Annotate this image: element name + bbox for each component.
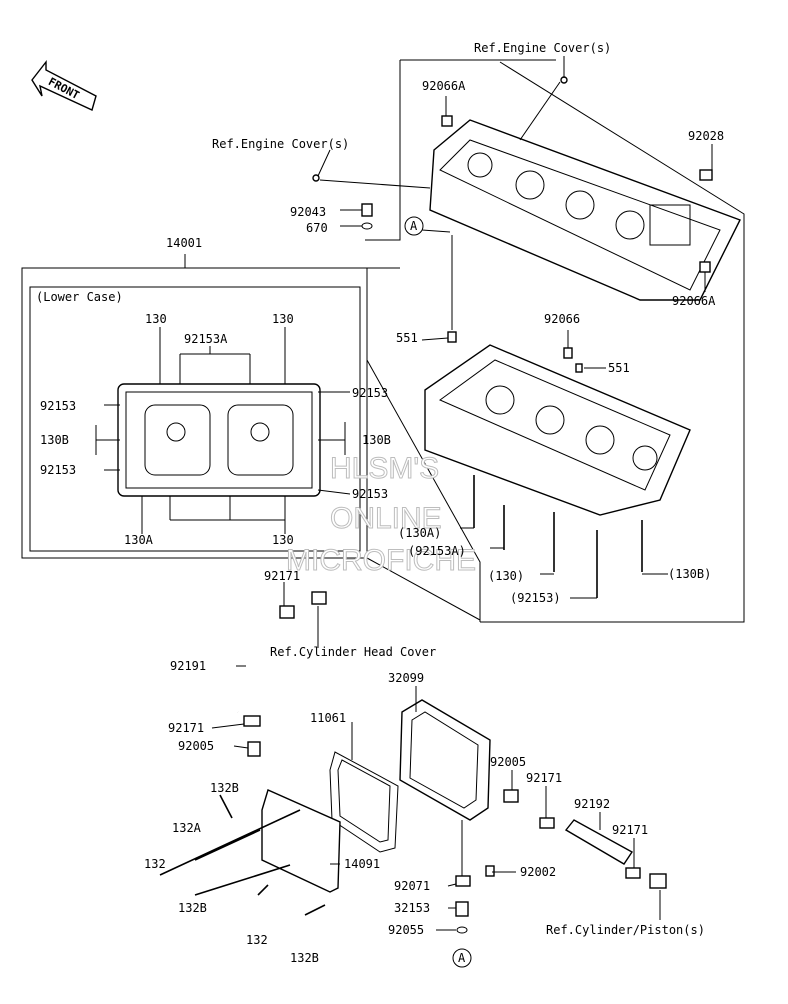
label-92002: 92002	[520, 865, 556, 879]
watermark-line-1: HLSM'S	[330, 452, 439, 485]
label-92153a: 92153A	[184, 332, 228, 346]
label-132-left: 132	[144, 857, 166, 871]
label-130-bottom: 130	[272, 533, 294, 547]
label-130b-right: 130B	[362, 433, 391, 447]
bolts	[159, 475, 643, 916]
marker-a-top-label: A	[410, 219, 418, 233]
breather-hose-fill	[233, 609, 282, 713]
cover-14091	[261, 789, 341, 893]
lower-case-top-view	[117, 383, 321, 497]
lower-case-frame	[21, 267, 368, 559]
label-32153: 32153	[394, 901, 430, 915]
label-92005-left: 92005	[178, 739, 214, 753]
label-92153-bottom-left: 92153	[40, 463, 76, 477]
label-92153-top-right: 92153	[352, 386, 388, 400]
label-551-left: 551	[396, 331, 418, 345]
watermark-line-2: ONLINE	[330, 502, 442, 535]
pipe-92192	[564, 819, 634, 865]
label-11061: 11061	[310, 711, 346, 725]
frame-line	[366, 359, 481, 622]
front-arrow-icon: FRONT	[31, 59, 97, 111]
label-bolt-130a: (130A)	[398, 526, 441, 540]
lower-case-title: (Lower Case)	[36, 290, 123, 304]
label-551-right: 551	[608, 361, 630, 375]
frame-line	[480, 61, 745, 623]
marker-a-bottom-label: A	[458, 951, 466, 965]
lower-case-inner-frame	[29, 286, 361, 552]
label-130-left: 130	[145, 312, 167, 326]
label-132b-3: 132B	[290, 951, 319, 965]
ref-cylinder-head-cover: Ref.Cylinder Head Cover	[270, 645, 436, 659]
label-92028: 92028	[688, 129, 724, 143]
label-670: 670	[306, 221, 328, 235]
label-bolt-130: (130)	[488, 569, 524, 583]
label-92066a-right: 92066A	[672, 294, 716, 308]
label-92066a-top: 92066A	[422, 79, 466, 93]
label-92153-top-left: 92153	[40, 399, 76, 413]
label-14001: 14001	[166, 236, 202, 250]
label-130b-left: 130B	[40, 433, 69, 447]
marker-a-top	[404, 216, 424, 236]
label-92171-mid: 92171	[168, 721, 204, 735]
label-130a: 130A	[124, 533, 154, 547]
frame-line	[366, 557, 481, 621]
label-92066: 92066	[544, 312, 580, 326]
label-92171-far-right: 92171	[612, 823, 648, 837]
watermark-line-3: MICROFICHE	[286, 544, 476, 577]
upper-crankcase	[429, 119, 741, 301]
label-32099: 32099	[388, 671, 424, 685]
frame-line	[365, 60, 401, 241]
label-14091: 14091	[344, 857, 380, 871]
label-132-bottom: 132	[246, 933, 268, 947]
lower-case-frame-top	[22, 254, 186, 269]
label-92171-top: 92171	[264, 569, 300, 583]
label-bolt-130b: (130B)	[668, 567, 711, 581]
label-bolt-92153: (92153)	[510, 591, 561, 605]
ref-engine-cover-mid: Ref.Engine Cover(s)	[212, 137, 349, 151]
label-132b-1: 132B	[210, 781, 239, 795]
label-92005-right: 92005	[490, 755, 526, 769]
oil-pan	[399, 699, 491, 821]
label-130-right: 130	[272, 312, 294, 326]
label-92192: 92192	[574, 797, 610, 811]
label-132a: 132A	[172, 821, 202, 835]
label-132b-2: 132B	[178, 901, 207, 915]
ref-cylinder-piston: Ref.Cylinder/Piston(s)	[546, 923, 705, 937]
lower-crankcase	[424, 344, 691, 516]
marker-a-bottom	[452, 948, 472, 968]
label-92071: 92071	[394, 879, 430, 893]
label-92055: 92055	[388, 923, 424, 937]
label-92191: 92191	[170, 659, 206, 673]
leader-lines	[95, 56, 713, 931]
label-92153-bottom-right: 92153	[352, 487, 388, 501]
label-92171-right: 92171	[526, 771, 562, 785]
label-bolt-92153a: (92153A)	[408, 544, 466, 558]
label-92043: 92043	[290, 205, 326, 219]
ref-engine-cover-top: Ref.Engine Cover(s)	[474, 41, 611, 55]
